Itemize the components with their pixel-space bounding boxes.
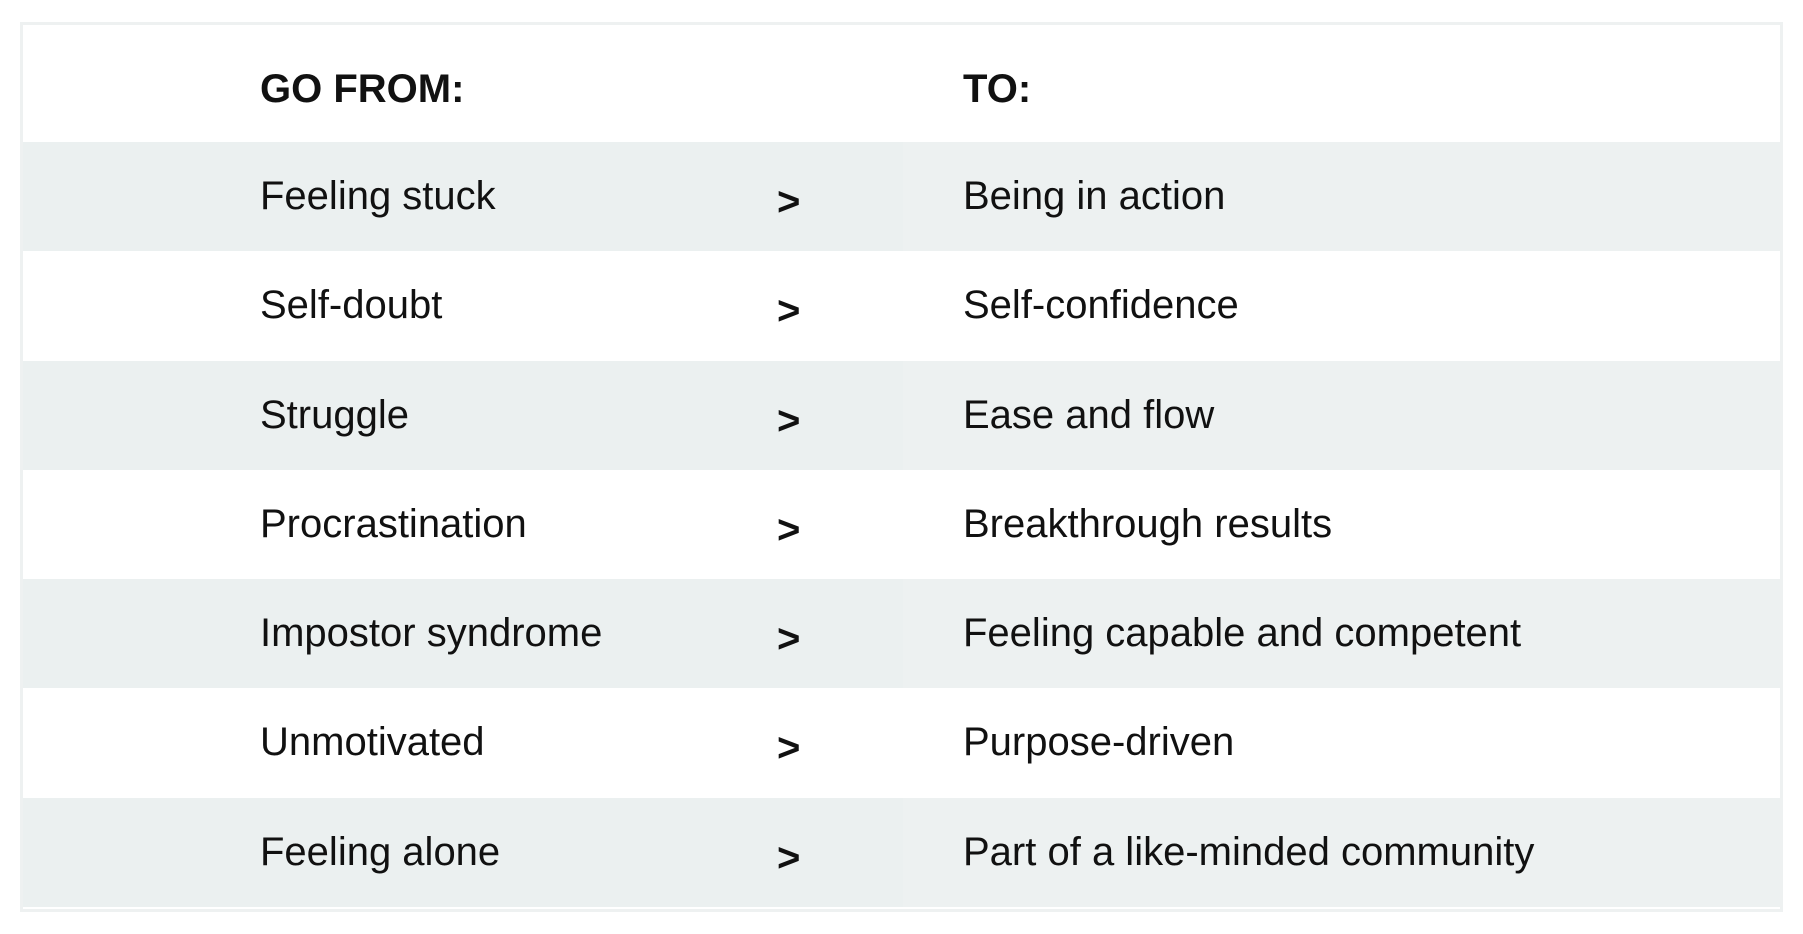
row-to-text: Feeling capable and competent (963, 611, 1522, 656)
table-row: Impostor syndrome > Feeling capable and … (23, 579, 1780, 689)
table-body: Feeling stuck > Being in action Self-dou… (23, 142, 1780, 908)
row-from-text: Self-doubt (260, 283, 443, 328)
arrow-separator: > (777, 180, 801, 224)
header-go-from: GO FROM: (260, 67, 465, 111)
arrow-separator: > (777, 507, 801, 552)
table-row: Procrastination > Breakthrough results (23, 469, 1780, 580)
header-to: TO: (963, 67, 1032, 111)
arrow-separator: > (777, 726, 801, 771)
row-to-text: Self-confidence (963, 283, 1239, 328)
row-from-text: Procrastination (260, 501, 527, 546)
table-row: Self-doubt > Self-confidence (23, 251, 1780, 361)
arrow-separator: > (777, 617, 801, 662)
row-from-text: Feeling stuck (260, 174, 496, 218)
transformation-table: GO FROM: TO: Feeling stuck > Being in ac… (20, 22, 1783, 912)
row-from-text: Impostor syndrome (260, 611, 603, 656)
arrow-separator: > (777, 398, 801, 443)
row-from-text: Unmotivated (260, 720, 485, 765)
row-to-text: Purpose-driven (963, 720, 1235, 765)
row-to-text: Breakthrough results (963, 501, 1333, 546)
row-to-text: Part of a like-minded community (963, 829, 1535, 874)
table-row: Unmotivated > Purpose-driven (23, 688, 1780, 798)
row-to-text: Ease and flow (963, 392, 1215, 437)
table-row: Feeling alone > Part of a like-minded co… (23, 797, 1780, 908)
row-from-text: Struggle (260, 392, 409, 437)
table-row: Feeling stuck > Being in action (23, 142, 1780, 252)
row-to-text: Being in action (963, 174, 1226, 218)
table-header-row: GO FROM: TO: (23, 25, 1780, 142)
table-row: Struggle > Ease and flow (23, 360, 1780, 470)
arrow-separator: > (777, 835, 801, 880)
arrow-separator: > (777, 289, 801, 334)
row-from-text: Feeling alone (260, 829, 501, 874)
